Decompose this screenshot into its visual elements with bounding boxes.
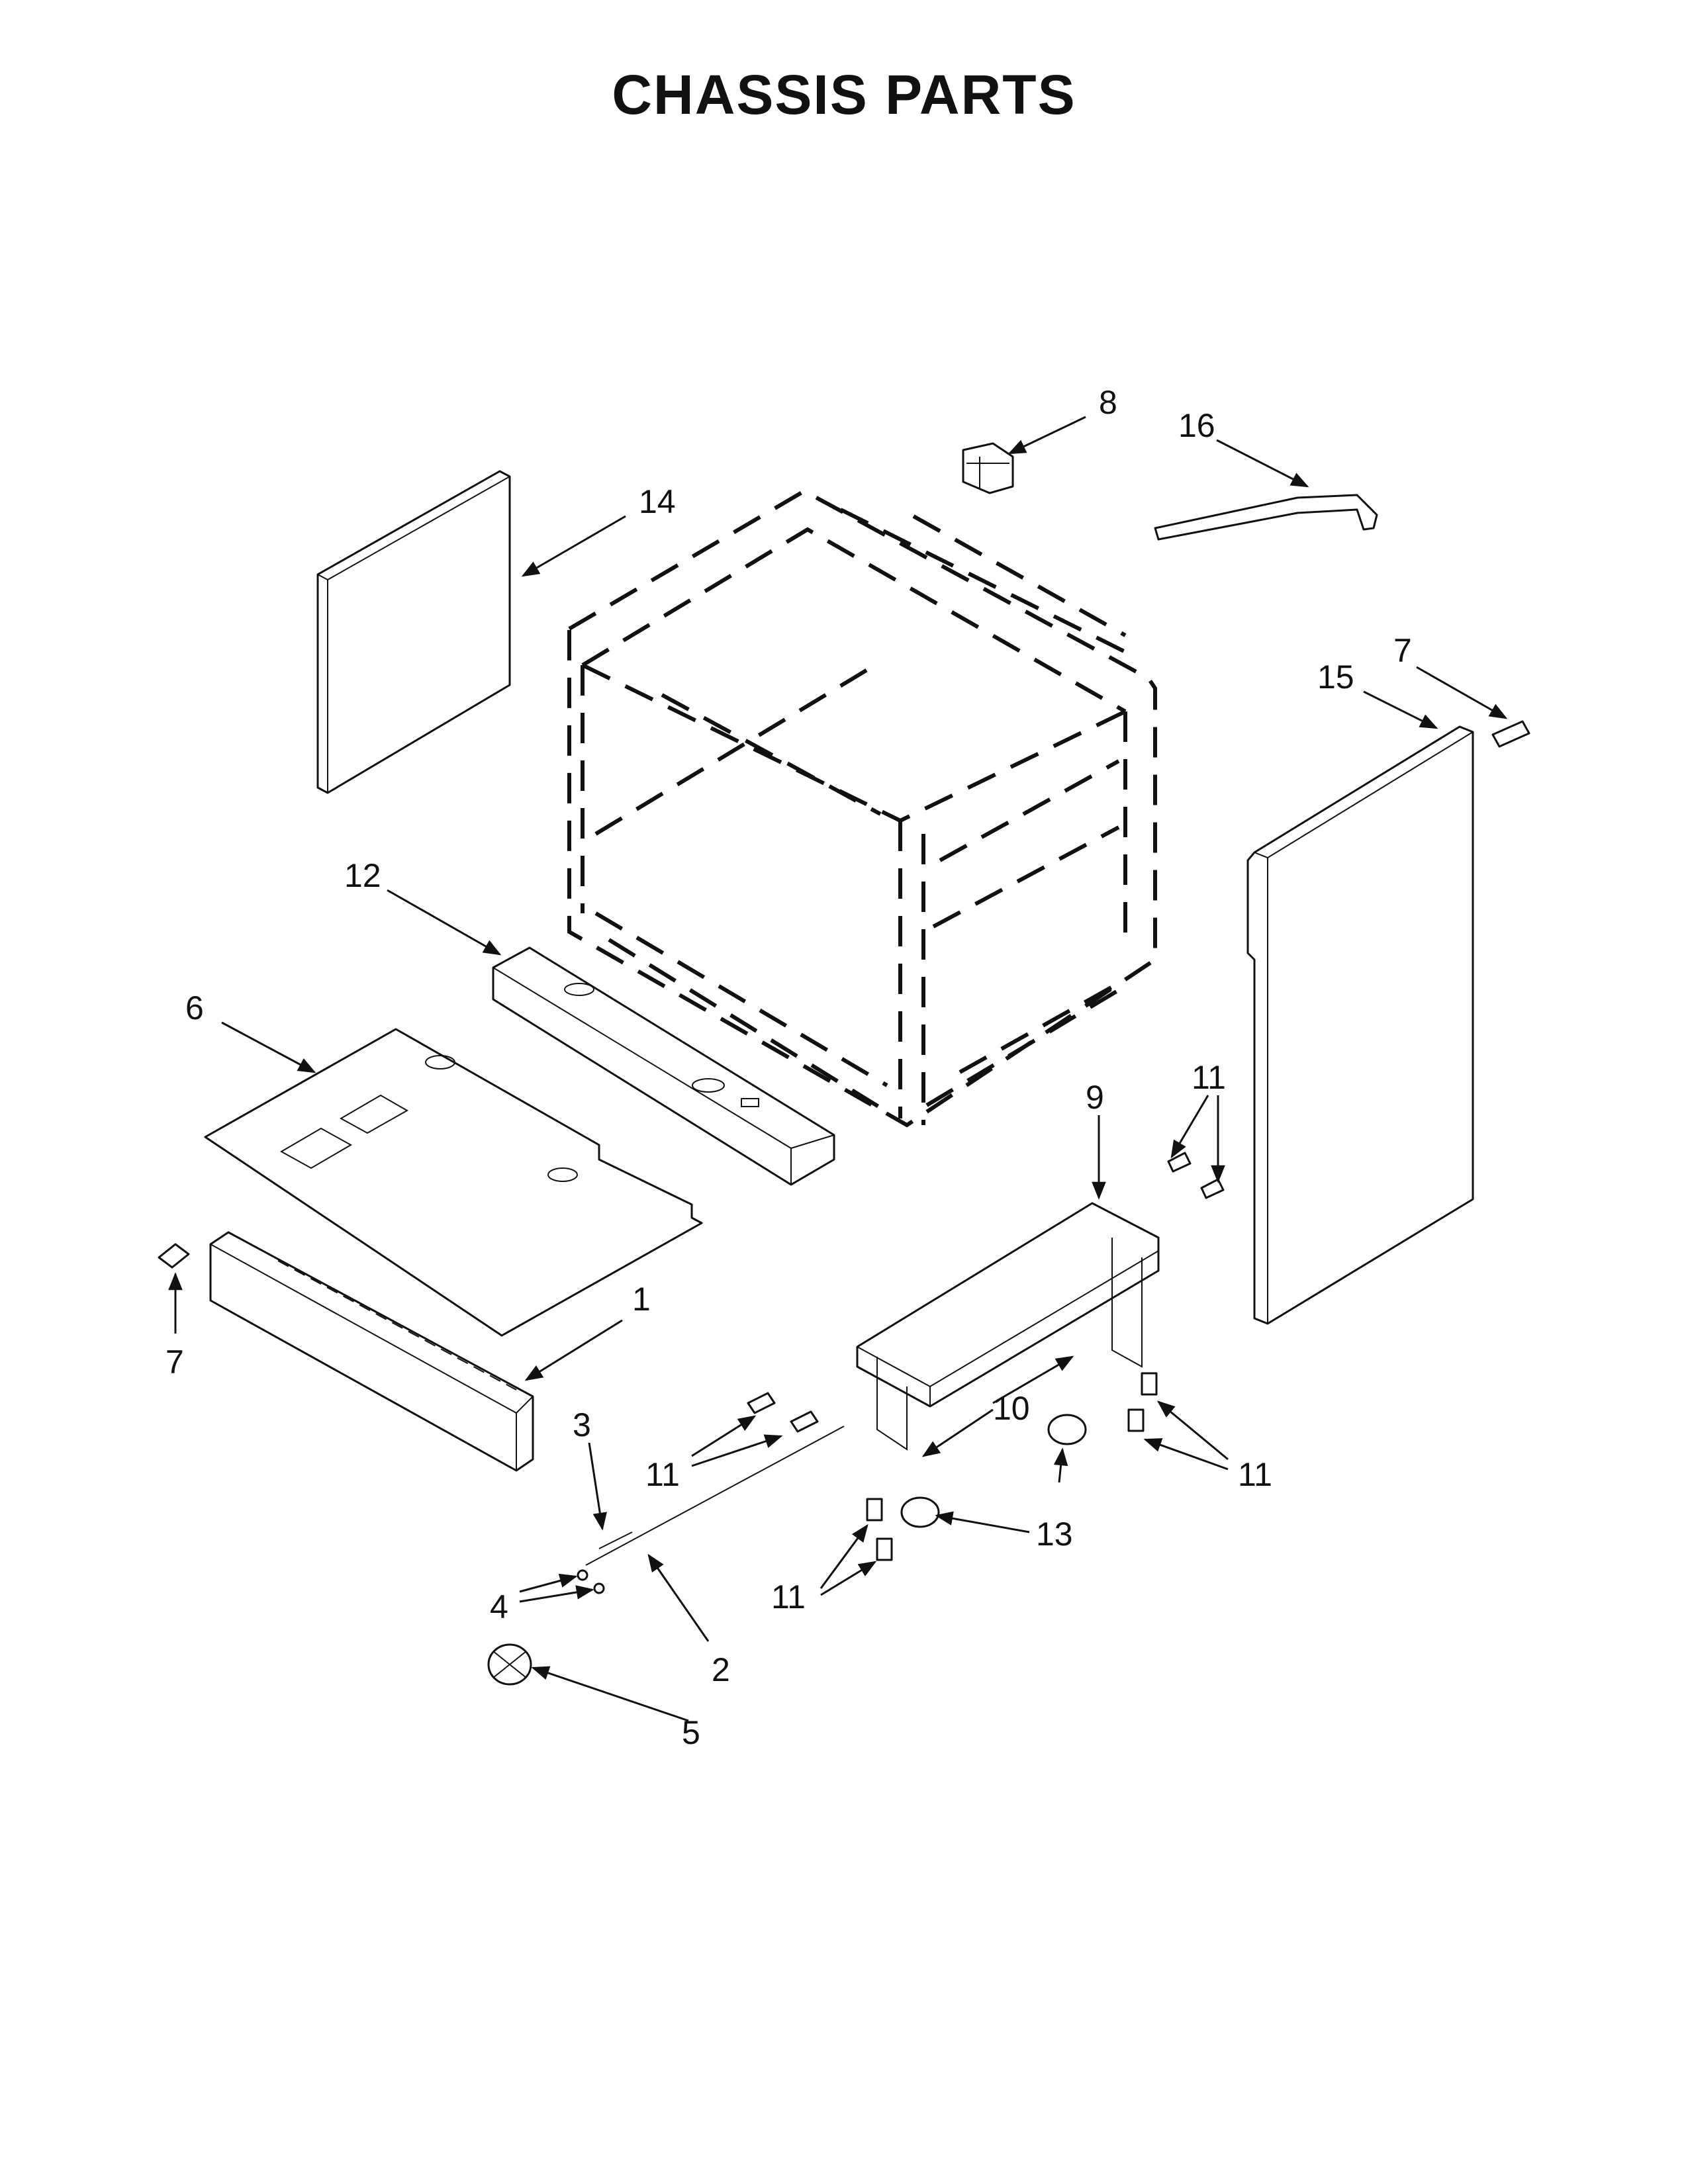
callout-9: 9 [1086, 1079, 1104, 1116]
callout-7-right: 7 [1393, 632, 1412, 669]
callout-8: 8 [1099, 384, 1117, 421]
bolts-11 [747, 1152, 1225, 1561]
page-title: CHASSIS PARTS [612, 64, 1076, 126]
left-side-panel [316, 470, 511, 794]
right-side-panel [1246, 725, 1474, 1325]
callout-16: 16 [1178, 407, 1215, 444]
callout-15: 15 [1317, 659, 1354, 696]
pin [598, 1531, 633, 1549]
screw-7-left [158, 1243, 190, 1269]
screw-7-right [1491, 720, 1530, 748]
leveling-foot [487, 1643, 532, 1686]
callout-5: 5 [682, 1714, 700, 1751]
callout-2: 2 [712, 1651, 730, 1688]
callout-3: 3 [573, 1406, 591, 1443]
callout-7-left: 7 [165, 1343, 184, 1381]
leveling-base [856, 1202, 1160, 1451]
kick-panel [209, 1231, 534, 1472]
callout-6: 6 [185, 989, 204, 1026]
callout-11-left: 11 [645, 1456, 680, 1493]
callout-1: 1 [632, 1281, 651, 1318]
callout-10: 10 [993, 1390, 1030, 1427]
terminal-block [962, 442, 1014, 494]
bottom-plate [204, 1028, 703, 1337]
leader-lines [168, 416, 1508, 1722]
callout-11-top: 11 [1192, 1059, 1226, 1096]
callout-13: 13 [1036, 1516, 1073, 1553]
front-brace [492, 946, 835, 1186]
callout-14: 14 [639, 483, 676, 520]
washers [577, 1569, 605, 1594]
leveling-legs-13 [900, 1414, 1087, 1528]
callout-11-right: 11 [1238, 1456, 1272, 1493]
gas-tube [1154, 494, 1378, 541]
oven-chassis-outline [567, 488, 1157, 1128]
callout-4: 4 [490, 1588, 508, 1625]
callout-11-bottom: 11 [771, 1578, 806, 1615]
rod [585, 1426, 845, 1566]
callout-12: 12 [344, 857, 381, 894]
